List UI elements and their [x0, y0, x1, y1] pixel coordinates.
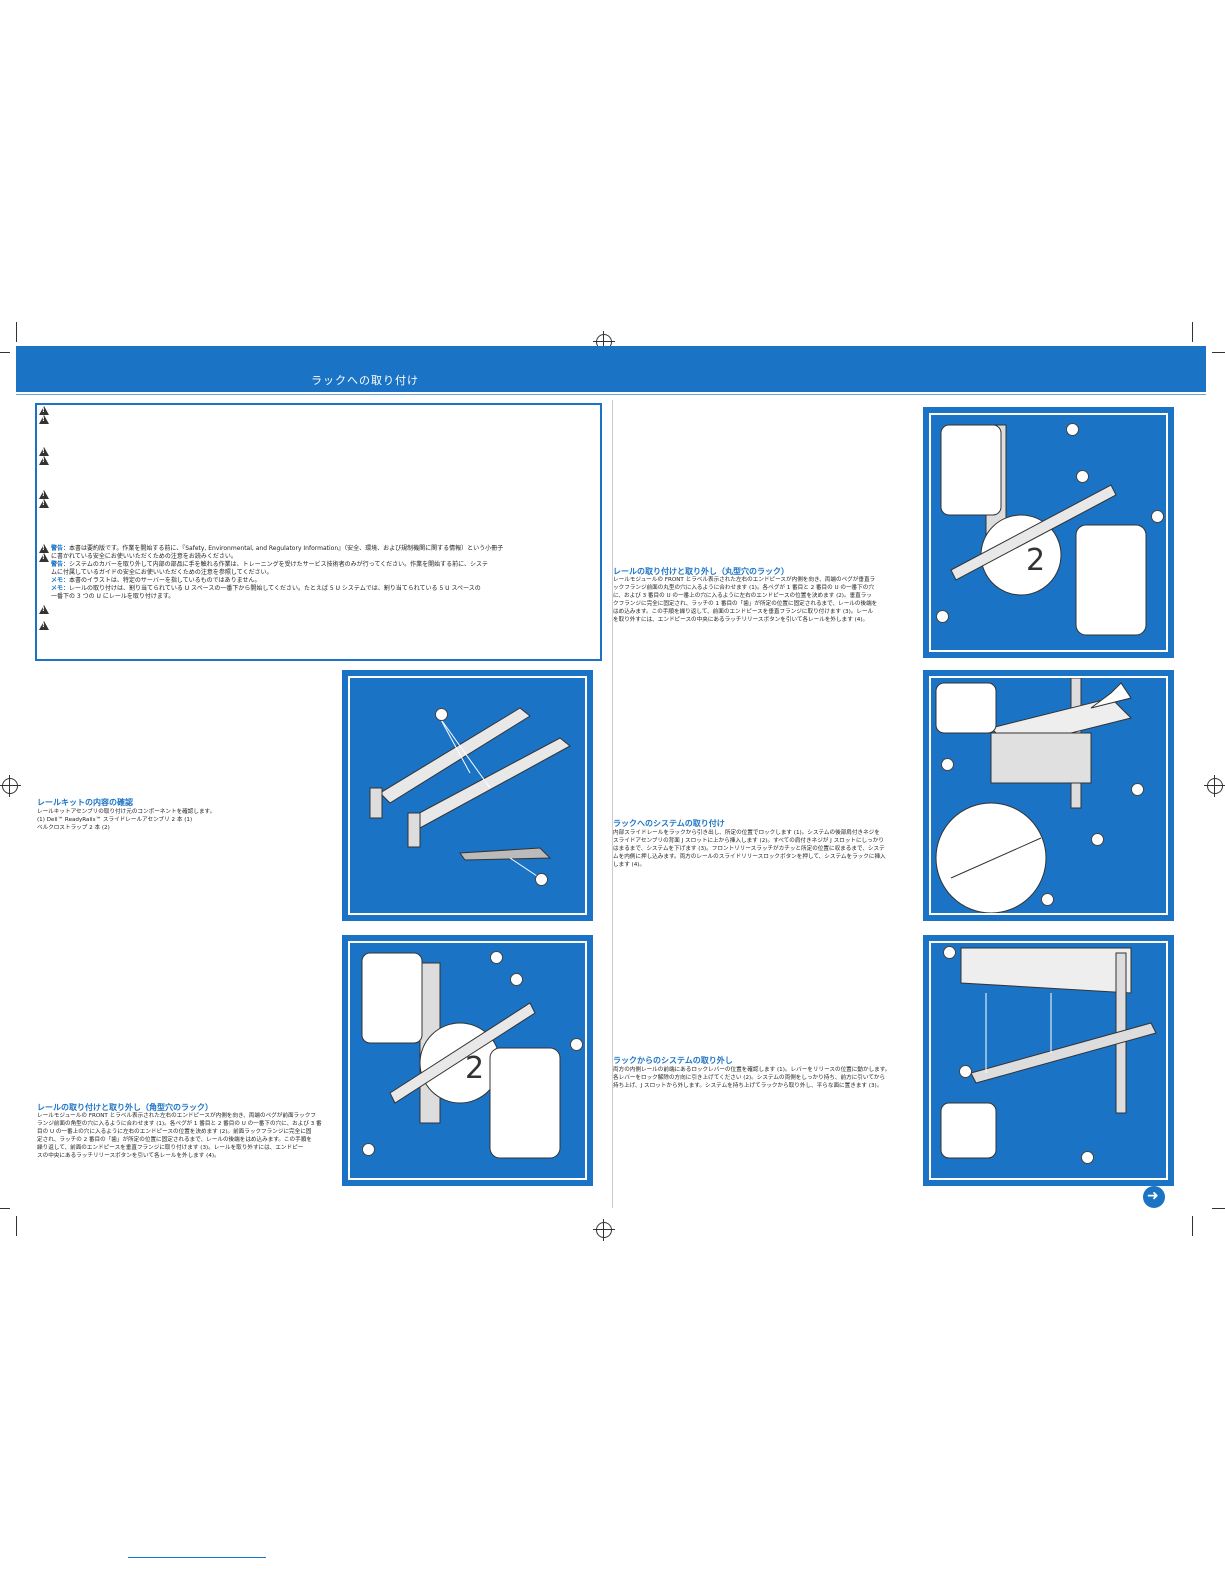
- body-text: レールキットアセンブリの取り付け元のコンポーネントを確認します。: [37, 809, 216, 815]
- warning-text: に書かれている安全にお使いいただくための注意をお読みください。: [51, 553, 237, 560]
- body-text: 繰り返して、前面のエンドピースを垂直フランジに取り付けます (3)。レールを取り…: [37, 1145, 304, 1151]
- warning-triangle-icon: [39, 406, 49, 415]
- warning-triangle-icon: [39, 499, 49, 508]
- divider: [612, 400, 613, 1208]
- section-heading: レールの取り付けと取り外し（角型穴のラック）: [37, 1103, 213, 1112]
- body-text: 両方の内側レールの前端にあるロックレバーの位置を確認します (1)。レバーをリリ…: [613, 1067, 891, 1073]
- section-heading: ラックへのシステムの取り付け: [613, 819, 725, 828]
- body-text: を取り外すには、エンドピースの中央にあるラッチリリースボタンを引いて各レールを外…: [613, 617, 869, 623]
- callout-marker: [1151, 510, 1164, 523]
- note-text: 一番下の 3 つの U にレールを取り付けます。: [51, 593, 175, 600]
- divider: [16, 394, 1206, 395]
- callout-marker: [535, 873, 548, 886]
- body-text: 内部スライドレールをラックから引き出し、所定の位置でロックします (1)。システ…: [613, 830, 880, 836]
- illustration-rail-kit: [342, 670, 593, 921]
- warning-triangle-icon: [39, 621, 49, 630]
- svg-text:2: 2: [1026, 543, 1045, 578]
- callout-marker: [435, 708, 448, 721]
- body-text: 各レバーをロック解除の方向に引き上げてください (2)。システムの両側をしっかり…: [613, 1075, 886, 1081]
- callout-marker: [570, 1038, 583, 1051]
- body-text: ランジ前面の角型の穴に入るように合わせます (1)。各ペグが 1 番目と 2 番…: [37, 1121, 322, 1127]
- callout-marker: [941, 758, 954, 771]
- registration-mark-icon: [0, 775, 21, 797]
- page-title: ラックへの取り付け: [311, 374, 419, 387]
- illustration-install-system: [923, 670, 1174, 921]
- body-text: 持ち上げ、J スロットから外します。システムを持ち上げてラックから取り外し、平ら…: [613, 1083, 883, 1089]
- warning-text: 警告：システムのカバーを取り外して内部の部品に手を触れる作業は、トレーニングを受…: [51, 561, 488, 568]
- callout-marker: [1091, 833, 1104, 846]
- illustration-round-hole-rack: 2: [923, 407, 1174, 658]
- section-heading: ラックからのシステムの取り外し: [613, 1056, 733, 1065]
- callout-marker: [959, 1065, 972, 1078]
- warning-triangle-icon: [39, 553, 49, 562]
- warning-triangle-icon: [39, 447, 49, 456]
- divider: [128, 1557, 266, 1558]
- body-text: ムを内側に押し込みます。両方のレールのスライドリリースロックボタンを押して、シス…: [613, 854, 886, 860]
- section-heading: レールの取り付けと取り外し（丸型穴のラック）: [613, 567, 789, 576]
- warning-triangle-icon: [39, 605, 49, 614]
- callout-marker: [1076, 470, 1089, 483]
- warning-text: 警告：本書は要約版です。作業を開始する前に、『Safety, Environme…: [51, 545, 504, 552]
- registration-mark-icon: [1204, 775, 1225, 797]
- body-text: スライドアセンブリの背面 J スロットに上から挿入します (2)。すべての肩付き…: [613, 838, 884, 844]
- warning-text: ムに付属しているガイドの安全にお使いいただくための注意を参照してください。: [51, 569, 273, 576]
- registration-mark-icon: [593, 1219, 615, 1241]
- note-text: メモ：レールの取り付けは、割り当てられている U スペースの一番下から開始してく…: [51, 585, 481, 592]
- body-text: レールモジュールの FRONT とラベル表示された左右のエンドピースが内側を向き…: [37, 1113, 316, 1119]
- callout-marker: [1081, 1151, 1094, 1164]
- illustration-square-hole-rack: 2: [342, 935, 593, 1186]
- warning-triangle-icon: [39, 490, 49, 499]
- svg-text:2: 2: [465, 1051, 484, 1086]
- warning-triangle-icon: [39, 415, 49, 424]
- body-text: クフランジに完全に固定され、ラッチの 1 番目の「歯」が所定の位置に固定されるま…: [613, 601, 878, 607]
- callout-marker: [490, 951, 503, 964]
- section-heading: レールキットの内容の確認: [37, 798, 133, 807]
- safety-notice-box: [35, 403, 602, 661]
- body-text: ックフランジ前面の丸型の穴に入るように合わせます (1)。各ペグが 1 番目と …: [613, 585, 874, 591]
- body-text: ベルクロストラップ 2 本 (2): [37, 825, 110, 831]
- callout-marker: [1131, 783, 1144, 796]
- body-text: はめ込みます。この手順を繰り返して、前面のエンドピースを垂直フランジに取り付けま…: [613, 609, 874, 615]
- body-text: (1) Dell™ ReadyRails™ スライドレールアセンブリ 2 本 (…: [37, 817, 193, 823]
- body-text: レールモジュールの FRONT とラベル表示された左右のエンドピースが内側を向き…: [613, 577, 876, 583]
- note-text: メモ：本書のイラストは、特定のサーバーを指しているものではありません。: [51, 577, 261, 584]
- body-text: 目の U の一番上の穴に入るように左右のエンドピースの位置を決めます (2)。前…: [37, 1129, 312, 1135]
- callout-marker: [1066, 423, 1079, 436]
- arrow-right-icon: ➜: [1147, 1188, 1159, 1204]
- body-text: します (4)。: [613, 862, 646, 868]
- body-text: はまるまで、システムを下げます (3)。フロントリリースラッチがカチッと所定の位…: [613, 846, 885, 852]
- warning-triangle-icon: [39, 544, 49, 553]
- next-page-button[interactable]: ➜: [1143, 1186, 1165, 1208]
- warning-triangle-icon: [39, 456, 49, 465]
- callout-marker: [362, 1143, 375, 1156]
- body-text: スの中央にあるラッチリリースボタンを引いて各レールを外します (4)。: [37, 1153, 220, 1159]
- callout-marker: [943, 946, 956, 959]
- callout-marker: [936, 610, 949, 623]
- body-text: に、および 3 番目の U の一番上の穴に入るように左右のエンドピースの位置を決…: [613, 593, 872, 599]
- callout-marker: [510, 973, 523, 986]
- illustration-remove-system: [923, 935, 1174, 1186]
- callout-marker: [1041, 893, 1054, 906]
- title-banner: ラックへの取り付け: [16, 346, 1206, 392]
- body-text: 定され、ラッチの 2 番目の「歯」が所定の位置に固定されるまで、レールの後端をは…: [37, 1137, 312, 1143]
